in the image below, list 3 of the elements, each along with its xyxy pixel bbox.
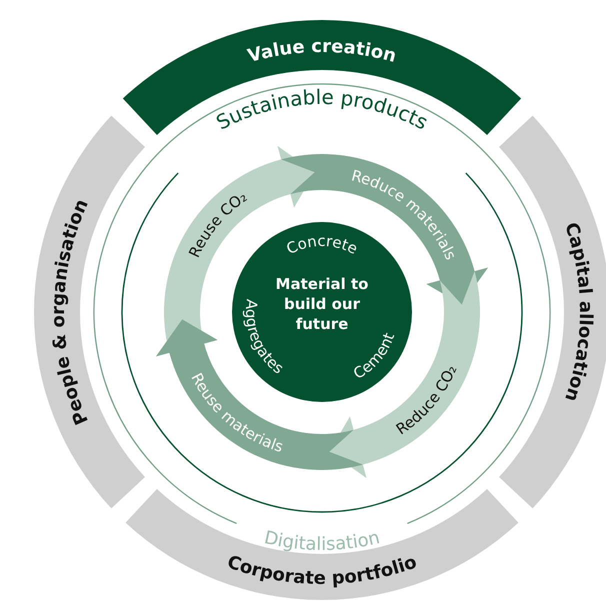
center-word: Concrete [284,232,361,258]
segment-label: Value creation [246,36,398,68]
center-title: Material to build our future [276,274,368,333]
